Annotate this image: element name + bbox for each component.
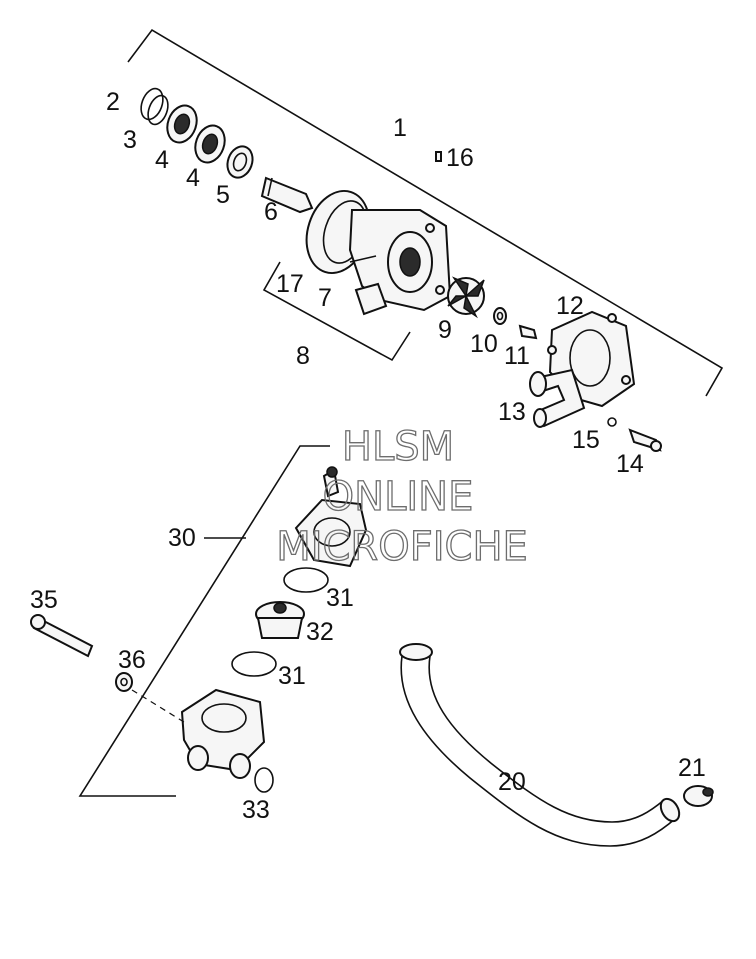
group-bracket-8 — [262, 261, 411, 362]
callout-36: 36 — [118, 646, 146, 674]
o-ring-31a — [283, 567, 329, 593]
o-ring-15 — [607, 417, 617, 427]
callout-17: 17 — [276, 270, 304, 298]
lower-housing — [180, 688, 266, 779]
circlip-2 — [140, 87, 164, 121]
callout-16: 16 — [446, 144, 474, 172]
callout-3: 3 — [123, 126, 137, 154]
bolt-35 — [30, 614, 94, 658]
watermark-line-1: HLSM — [342, 424, 454, 470]
callout-31b: 31 — [278, 662, 306, 690]
callout-10: 10 — [470, 330, 498, 358]
circlip-3 — [147, 94, 169, 126]
callout-21: 21 — [678, 754, 706, 782]
watermark-line-2: ONLINE — [323, 474, 474, 520]
pump-housing-7 — [348, 209, 452, 316]
group-bracket-30 — [78, 445, 330, 797]
callout-6: 6 — [264, 198, 278, 226]
seal-ring-5 — [226, 145, 254, 179]
washer-36 — [115, 672, 133, 692]
callout-20: 20 — [498, 768, 526, 796]
bearing-4a — [166, 104, 198, 144]
callout-9: 9 — [438, 316, 452, 344]
callout-11: 11 — [504, 342, 530, 370]
thermostat-housing-30 — [294, 466, 368, 568]
hose-clamp-21 — [683, 785, 714, 807]
callout-32: 32 — [306, 618, 334, 646]
assembly-axis-35 — [131, 689, 185, 723]
pin-16 — [435, 151, 442, 162]
bearing-4b — [194, 124, 226, 164]
callout-4b: 4 — [186, 164, 200, 192]
callouts: 1 2 3 4 4 5 6 7 8 9 10 11 12 13 14 15 16… — [30, 88, 706, 824]
callout-7: 7 — [318, 284, 332, 312]
callout-8: 8 — [296, 342, 310, 370]
o-ring-33 — [254, 767, 274, 793]
thermostat-32 — [255, 601, 305, 639]
o-ring-31b — [231, 651, 277, 677]
callout-1: 1 — [393, 114, 407, 142]
watermark-line-3: MICROFICHE — [276, 524, 528, 570]
pump-shaft-6 — [260, 176, 314, 214]
watermark: HLSM ONLINE MICROFICHE — [276, 423, 529, 570]
washer-10 — [493, 307, 507, 325]
callout-4a: 4 — [155, 146, 169, 174]
group-bracket-1 — [127, 28, 724, 397]
callout-2: 2 — [106, 88, 120, 116]
outlet-pipe-13 — [529, 368, 586, 428]
impeller-9 — [447, 276, 485, 319]
callout-12: 12 — [556, 292, 584, 320]
screw-14 — [628, 428, 662, 452]
screw-11 — [518, 324, 538, 340]
hose-20 — [399, 643, 681, 847]
callout-5: 5 — [216, 181, 230, 209]
callout-14: 14 — [616, 450, 644, 478]
callout-33: 33 — [242, 796, 270, 824]
callout-13: 13 — [498, 398, 526, 426]
callout-35: 35 — [30, 586, 58, 614]
callout-15: 15 — [572, 426, 600, 454]
callout-30: 30 — [168, 524, 196, 552]
callout-31a: 31 — [326, 584, 354, 612]
